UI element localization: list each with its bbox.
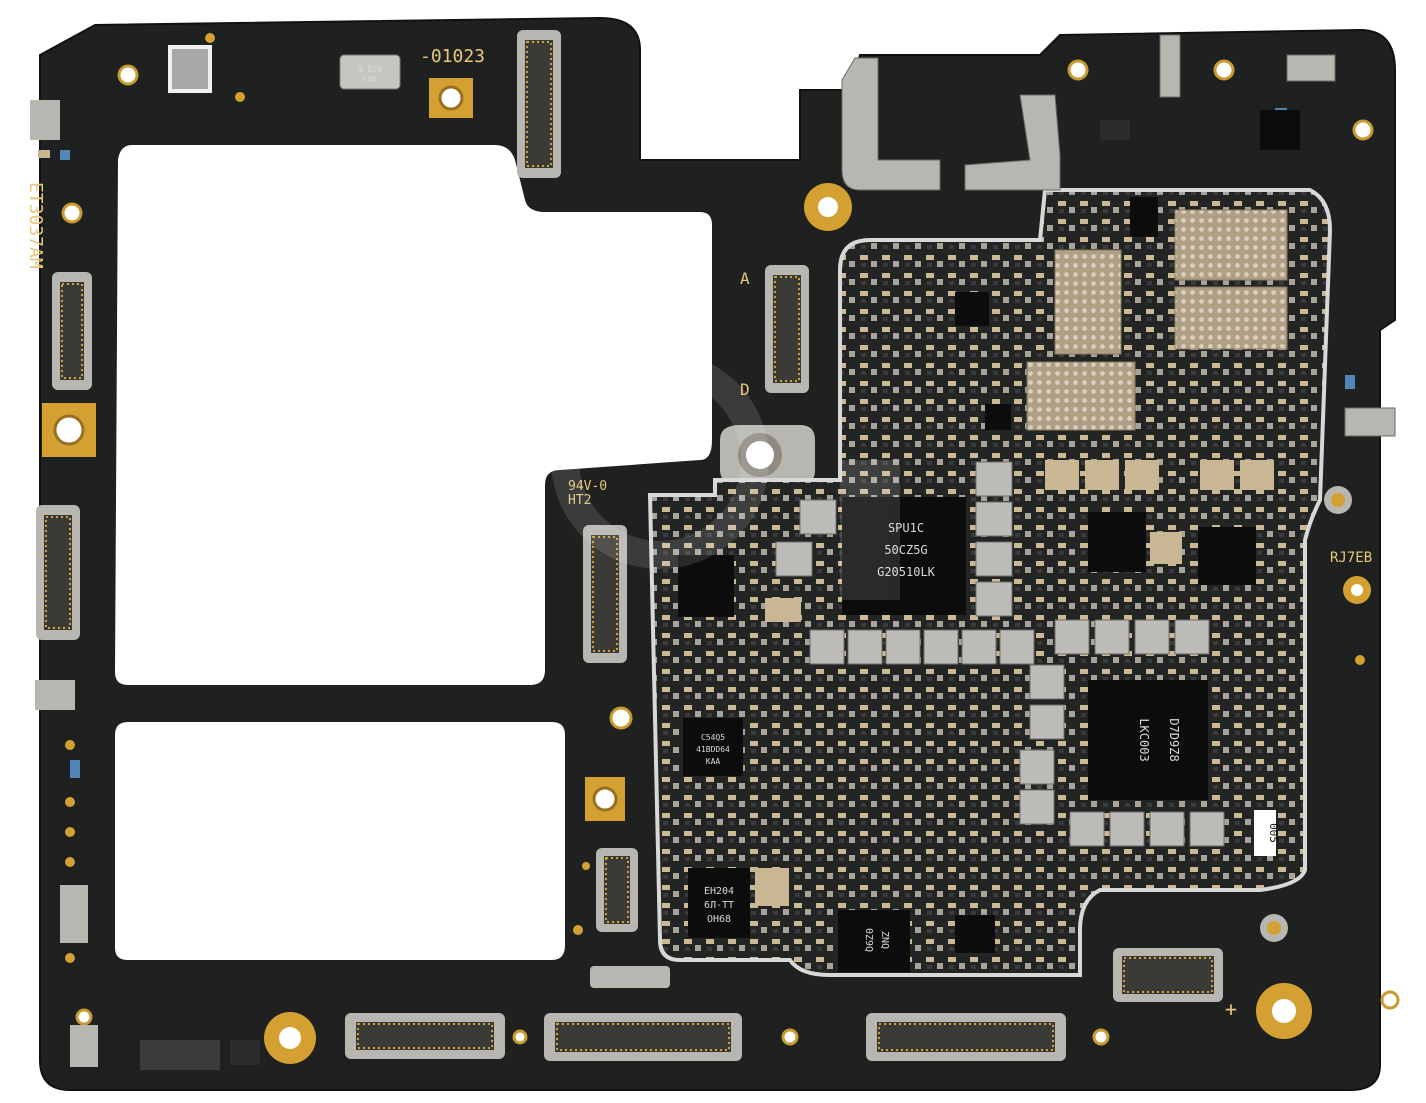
board-connector-icon [1113, 948, 1223, 1002]
qfn2-marking-3: ОН68 [707, 914, 731, 925]
shield-can-icon [841, 34, 1396, 437]
crystal-oscillator: 9 D20 C4B [339, 54, 401, 90]
soc-marking-2: LKC003 [1137, 718, 1151, 761]
battery-cutout-top [115, 145, 712, 685]
board-connector-icon [517, 30, 561, 178]
gold-test-points [65, 33, 1365, 963]
side-contact [30, 100, 670, 1067]
label-005: 005 [1254, 810, 1280, 856]
screw-hole-icon [1343, 576, 1371, 604]
screw-hole-icon [804, 183, 852, 231]
datamatrix-label [168, 45, 212, 93]
qfn2-marking-2: 6Л-TT [704, 900, 734, 911]
silkscreen-model: ET3037AM [25, 182, 46, 269]
screw-hole-icon [585, 777, 625, 821]
capacitor-array [755, 460, 1274, 906]
silkscreen-part-number: -01023 [420, 46, 485, 67]
soc-chip: D7D9Z8 LKC003 [1088, 680, 1208, 800]
qfn1-marking-3: KAA [706, 757, 721, 766]
screw-hole-icon [429, 78, 473, 118]
qfn-chip: EH204 6Л-TT ОН68 [688, 868, 750, 938]
board-connector-icon [544, 1013, 742, 1061]
watermark [551, 351, 900, 600]
crystal-marking-2: C4B [363, 75, 378, 84]
qfn-chip: C54Q5 41BDD64 KAA [683, 718, 743, 776]
rf-module [1026, 209, 1288, 431]
board-connector-icon [345, 1013, 505, 1059]
small-chip [678, 197, 1256, 617]
rf-test-point-icon [1260, 914, 1288, 942]
board-connector-icon [596, 848, 638, 932]
qfn1-marking-2: 41BDD64 [696, 745, 730, 754]
rf-test-point-icon [1324, 486, 1352, 514]
silkscreen-rating-2: HT2 [568, 493, 591, 508]
qfn1-marking-1: C54Q5 [701, 733, 725, 742]
crystal-marking-1: 9 D20 [358, 65, 382, 74]
battery-cutout-bottom [115, 722, 565, 960]
pmic-marking-3: G20510LK [877, 565, 936, 579]
silkscreen-conn-d: D [740, 380, 750, 399]
frame-components [38, 108, 1355, 1070]
board-connector-icon [583, 525, 627, 663]
screw-hole-icon [1256, 983, 1312, 1039]
pmic-marking-2: 50CZ5G [884, 543, 927, 557]
board-connector-icon [36, 505, 80, 640]
soc-marking-1: D7D9Z8 [1167, 718, 1181, 761]
board-connector-icon [765, 265, 809, 393]
silkscreen-batch: RJ7EB [1330, 550, 1372, 566]
silkscreen-rating: 94V-0 [568, 479, 607, 494]
silkscreen-conn-a: A [740, 269, 750, 288]
qfn3-marking-1: 0Z9Q [863, 928, 874, 952]
pmic-chip: SPU1C 50CZ5G G20510LK [842, 497, 966, 615]
inductor-array [775, 461, 1225, 847]
board-connector-icon [866, 1013, 1066, 1061]
mounting-holes [61, 59, 1400, 1046]
pmic-marking-1: SPU1C [888, 521, 924, 535]
screw-hole-icon [264, 1012, 316, 1064]
qfn-chip: 0Z9Q ZNQ [838, 910, 910, 972]
qfn2-marking-1: EH204 [704, 886, 734, 897]
label-005-text: 005 [1267, 823, 1280, 843]
screw-hole-icon [720, 425, 815, 485]
qfn3-marking-2: ZNQ [879, 931, 890, 949]
silkscreen-plus: + [1225, 997, 1237, 1021]
board-connector-icon [52, 272, 92, 390]
screw-hole-icon [42, 403, 96, 457]
